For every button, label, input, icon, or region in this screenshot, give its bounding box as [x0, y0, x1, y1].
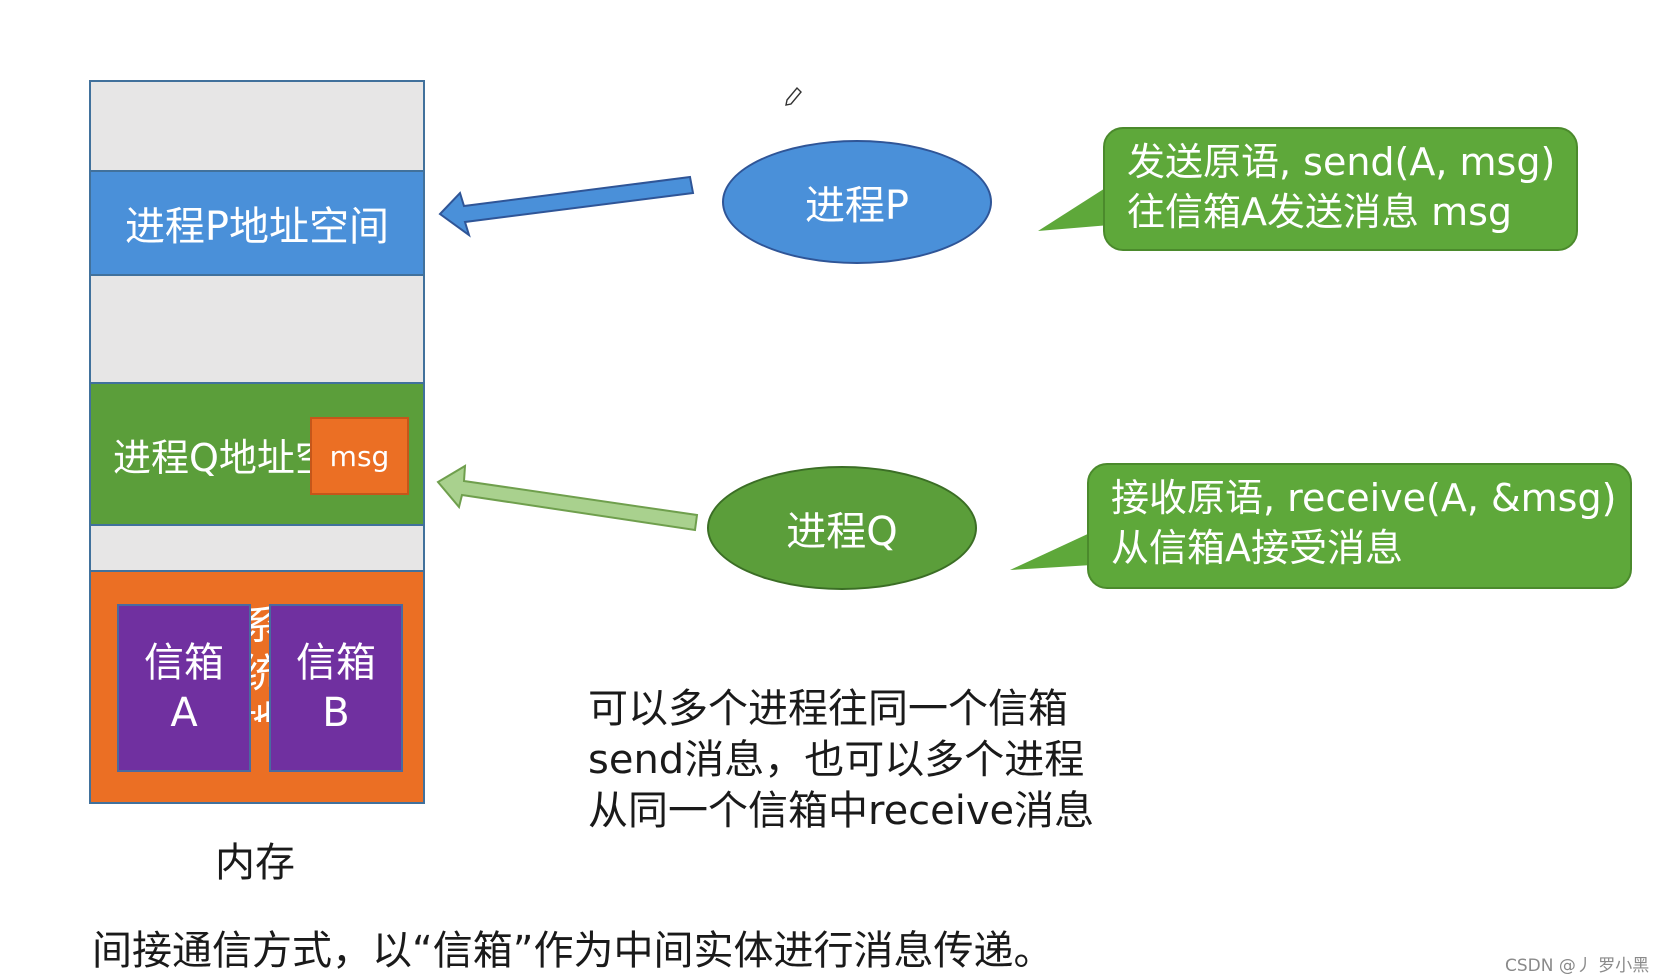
- callout-send-line1: 发送原语, send(A, msg): [1127, 140, 1556, 184]
- watermark: CSDN @丿 罗小黑: [1505, 956, 1650, 976]
- callout-receive-tail: [1010, 532, 1092, 570]
- mailbox-a-title: 信箱: [144, 640, 224, 686]
- process-p-address-space-label: 进程P地址空间: [124, 204, 390, 250]
- mailbox-b-letter: B: [322, 690, 350, 736]
- process-q-node: 进程Q: [707, 466, 977, 590]
- process-q-label: 进程Q: [786, 509, 898, 555]
- note-text: 可以多个进程往同一个信箱 send消息，也可以多个进程 从同一个信箱中recei…: [588, 684, 1094, 838]
- msg-box: msg: [310, 417, 409, 495]
- callout-receive-line2: 从信箱A接受消息: [1111, 526, 1403, 571]
- note-line2: send消息，也可以多个进程: [588, 737, 1085, 784]
- pencil-cursor-icon: [785, 86, 802, 106]
- process-p-address-space: 进程P地址空间: [89, 170, 425, 276]
- process-p-node: 进程P: [722, 140, 992, 264]
- note-line1: 可以多个进程往同一个信箱: [588, 686, 1068, 732]
- callout-send: 发送原语, send(A, msg) 往信箱A发送消息 msg: [1103, 127, 1578, 251]
- process-q-address-space: 进程Q地址空间: [89, 382, 425, 526]
- mailbox-b: 信箱 B: [269, 604, 403, 772]
- callout-receive-line1: 接收原语, receive(A, &msg): [1111, 476, 1617, 520]
- callout-receive: 接收原语, receive(A, &msg) 从信箱A接受消息: [1087, 463, 1632, 589]
- mailbox-a-letter: A: [170, 690, 198, 736]
- callout-send-line2: 往信箱A发送消息 msg: [1127, 190, 1513, 235]
- note-line3: 从同一个信箱中receive消息: [588, 788, 1095, 835]
- arrow-p-to-memory: [438, 175, 695, 238]
- footer-text: 间接通信方式，以“信箱”作为中间实体进行消息传递。: [92, 928, 1054, 974]
- mailbox-b-title: 信箱: [296, 640, 376, 686]
- process-p-label: 进程P: [804, 183, 910, 229]
- memory-caption: 内存: [215, 840, 295, 886]
- arrow-q-to-memory: [436, 464, 699, 532]
- callout-send-tail: [1038, 185, 1110, 231]
- mailbox-a: 信箱 A: [117, 604, 251, 772]
- msg-label: msg: [329, 439, 390, 473]
